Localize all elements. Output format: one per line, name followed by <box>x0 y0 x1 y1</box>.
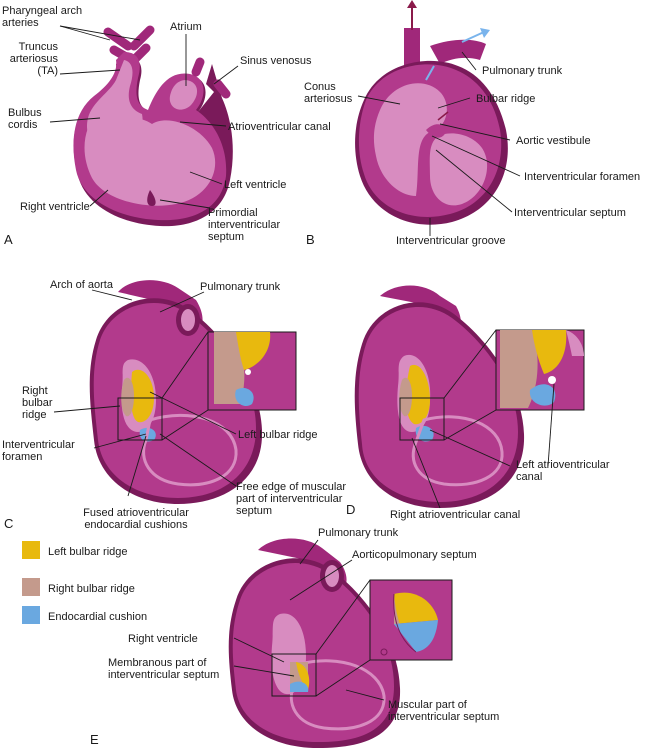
label-aortic-vestibule: Aortic vestibule <box>516 135 591 147</box>
panel-b-drawing <box>355 0 508 225</box>
panel-e-drawing <box>228 538 453 748</box>
legend-swatch-right-bulbar-ridge <box>22 578 40 596</box>
label-left-ventricle: Left ventricle <box>224 179 286 191</box>
panel-letter-b: B <box>306 232 315 247</box>
panel-letter-a: A <box>4 232 13 247</box>
label-pulmonary-trunk-c: Pulmonary trunk <box>200 281 281 293</box>
leader-lines <box>49 25 555 701</box>
label-right-av-canal: Right atrioventricular canal <box>390 509 520 521</box>
label-aorticopulmonary-septum: Aorticopulmonary septum <box>352 549 477 561</box>
label-sinus-venosus: Sinus venosus <box>240 55 312 67</box>
panel-d-drawing <box>354 285 585 508</box>
legend-label-right-bulbar-ridge: Right bulbar ridge <box>48 583 135 595</box>
panel-letter-c: C <box>4 516 13 531</box>
legend-label-left-bulbar-ridge: Left bulbar ridge <box>48 546 128 558</box>
panel-letter-e: E <box>90 732 99 747</box>
legend-label-endocardial-cushion: Endocardial cushion <box>48 611 147 623</box>
panel-c-drawing <box>89 280 297 504</box>
label-arch-of-aorta: Arch of aorta <box>50 279 114 291</box>
label-pulmonary-trunk-e: Pulmonary trunk <box>318 527 399 539</box>
legend-swatch-left-bulbar-ridge <box>22 541 40 559</box>
label-pulmonary-trunk-b: Pulmonary trunk <box>482 65 563 77</box>
label-atrioventricular-canal: Atrioventricular canal <box>228 121 331 133</box>
label-atrium: Atrium <box>170 21 202 33</box>
label-right-ventricle-e: Right ventricle <box>128 633 198 645</box>
label-iv-septum-b: Interventricular septum <box>514 207 626 219</box>
legend: Left bulbar ridge Right bulbar ridge End… <box>22 541 147 624</box>
label-bulbar-ridge: Bulbar ridge <box>476 93 535 105</box>
panel-letter-d: D <box>346 502 355 517</box>
label-iv-foramen-b: Interventricular foramen <box>524 171 640 183</box>
label-right-ventricle-a: Right ventricle <box>20 201 90 213</box>
label-iv-groove: Interventricular groove <box>396 235 505 247</box>
legend-swatch-endocardial-cushion <box>22 606 40 624</box>
panel-a-drawing <box>73 25 233 227</box>
label-left-bulbar-ridge-c: Left bulbar ridge <box>238 429 318 441</box>
